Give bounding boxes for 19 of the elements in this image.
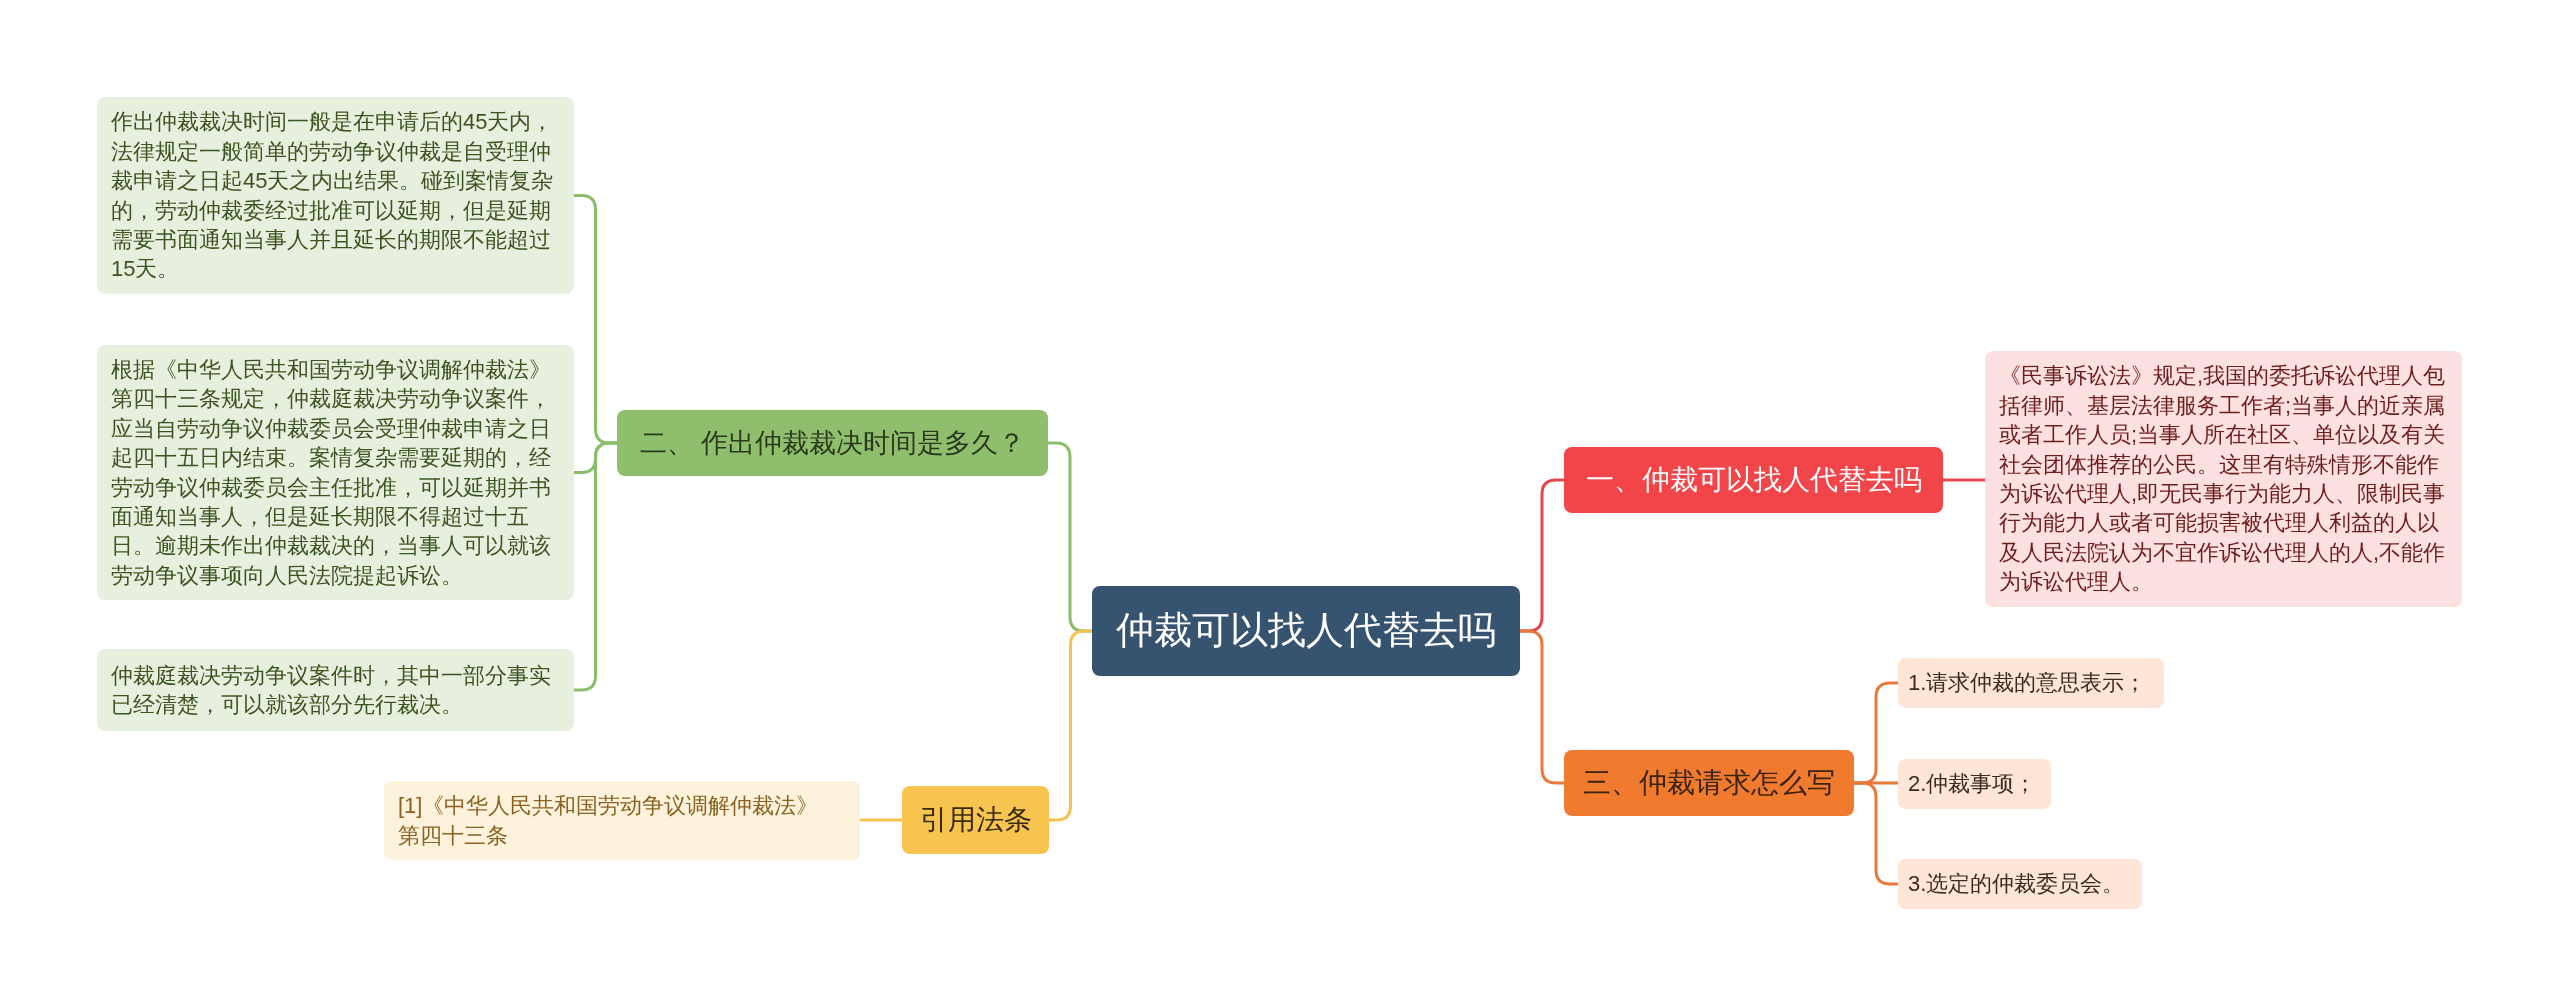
connector-line xyxy=(1943,478,1985,482)
note-box: 仲裁庭裁决劳动争议案件时，其中一部分事实已经清楚，可以就该部分先行裁决。 xyxy=(97,649,574,731)
branch-topic-box: 一、仲裁可以找人代替去吗 xyxy=(1564,447,1943,513)
item-box: 1.请求仲裁的意思表示； xyxy=(1898,658,2164,708)
item-box: 3.选定的仲裁委员会。 xyxy=(1898,859,2142,909)
note-box: 《民事诉讼法》规定,我国的委托诉讼代理人包括律师、基层法律服务工作者;当事人的近亲属或者工作人员;当事人所在社区、单位以及有关社会团体推荐的公民。这里有特殊情形不能作为诉讼代理人,即无民事行为能力人、限制民事行为能力人或者可能损害被代理人利益的人以及人民法院认为不宜作诉讼代理人的人,不能作为诉讼代理人。 xyxy=(1985,351,2462,607)
connector-line xyxy=(860,818,902,822)
branch-topic-box: 三、仲裁请求怎么写 xyxy=(1564,750,1854,816)
note-box: 作出仲裁裁决时间一般是在申请后的45天内，法律规定一般简单的劳动争议仲裁是自受理仲裁申请之日起45天之内出结果。碰到案情复杂的，劳动仲裁委经过批准可以延期，但是延期需要书面通知当事人并且延长的期限不能超过15天。 xyxy=(97,97,574,294)
connector-line xyxy=(1854,781,1898,886)
note-box: [1]《中华人民共和国劳动争议调解仲裁法》第四十三条 xyxy=(384,781,860,860)
connector-line xyxy=(1520,629,1564,785)
connector-line xyxy=(1049,629,1092,822)
branch-topic-box: 二、 作出仲裁裁决时间是多久？ xyxy=(617,410,1048,476)
connector-line xyxy=(574,441,617,692)
note-box: 根据《中华人民共和国劳动争议调解仲裁法》第四十三条规定，仲裁庭裁决劳动争议案件，应当自劳动争议仲裁委员会受理仲裁申请之日起四十五日内结束。案情复杂需要延期的，经劳动争议仲裁委员会主任批准，可以延期并书面通知当事人，但是延长期限不得超过十五日。逾期未作出仲裁裁决的，当事人可以就该劳动争议事项向人民法院提起诉讼。 xyxy=(97,345,574,600)
item-box: 2.仲裁事项； xyxy=(1898,759,2051,809)
branch-topic-box: 引用法条 xyxy=(902,786,1049,854)
central-topic-box: 仲裁可以找人代替去吗 xyxy=(1092,586,1520,676)
